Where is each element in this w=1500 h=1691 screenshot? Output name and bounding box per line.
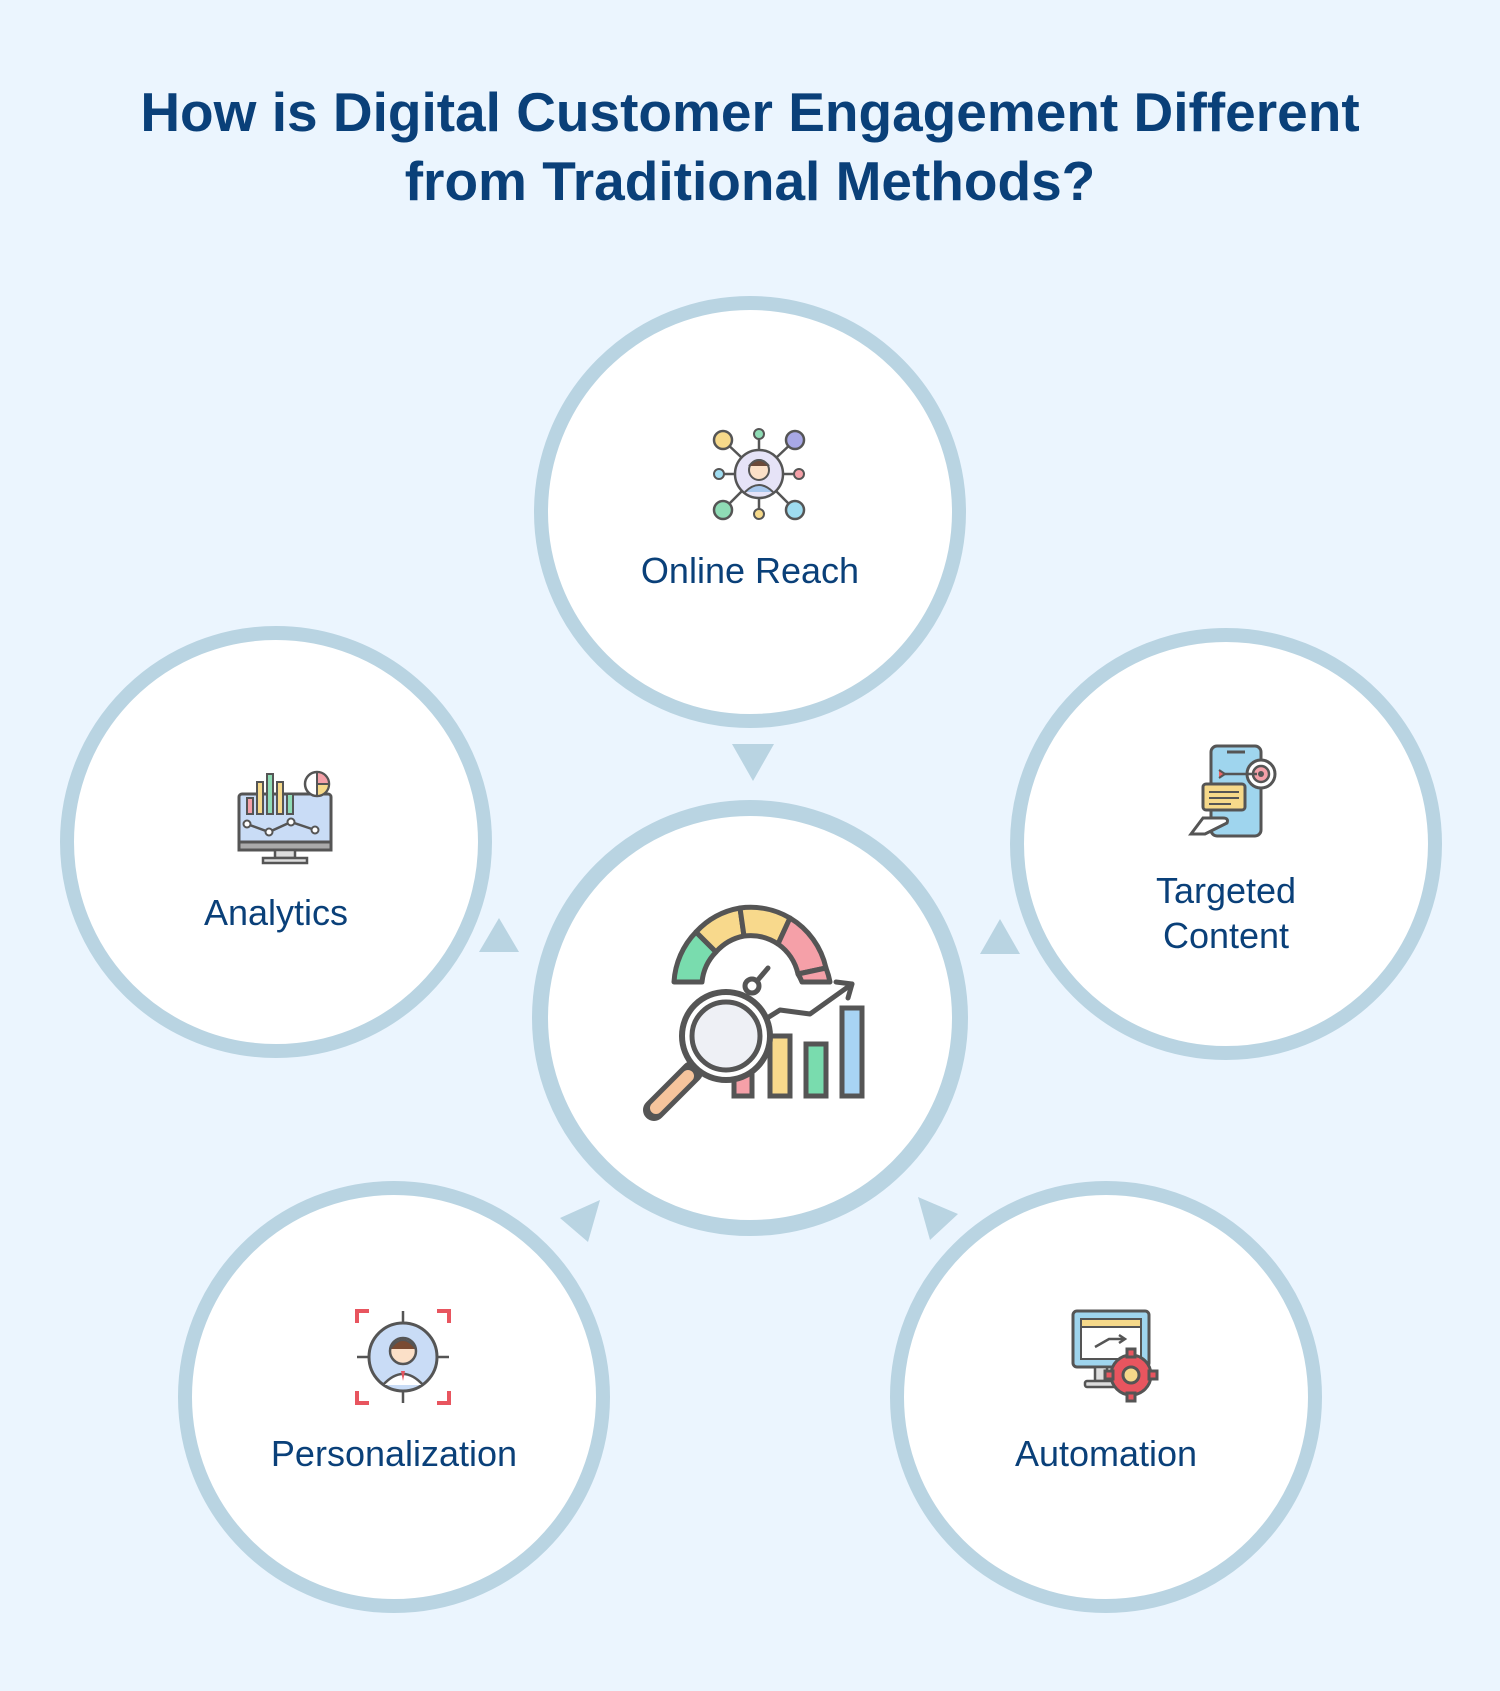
node-analytics: Analytics bbox=[60, 626, 492, 1058]
page-title: How is Digital Customer Engagement Diffe… bbox=[0, 78, 1500, 216]
arrow-online-reach bbox=[732, 744, 774, 781]
arrow-analytics bbox=[479, 918, 519, 952]
node-label: Online Reach bbox=[640, 550, 860, 591]
arrow-personalization bbox=[560, 1200, 600, 1242]
monitor-gear-icon bbox=[1071, 1309, 1159, 1403]
node-label: Analytics bbox=[203, 892, 349, 933]
node-online-reach: Online Reach bbox=[534, 296, 966, 728]
network-person-icon bbox=[712, 428, 806, 521]
node-targeted-content: Targeted Content bbox=[1010, 628, 1442, 1060]
dashboard-monitor-icon bbox=[237, 770, 333, 865]
node-label: Targeted Content bbox=[1024, 868, 1428, 958]
center-hub bbox=[532, 800, 968, 1236]
phone-target-icon bbox=[1188, 744, 1277, 838]
user-focus-icon bbox=[355, 1309, 451, 1405]
title-line-2: from Traditional Methods? bbox=[404, 150, 1096, 212]
node-label-line-2: Content bbox=[1162, 915, 1290, 956]
node-label-line-1: Targeted bbox=[1155, 870, 1297, 911]
node-automation: Automation bbox=[890, 1181, 1322, 1613]
title-line-1: How is Digital Customer Engagement Diffe… bbox=[140, 81, 1360, 143]
node-personalization: Personalization bbox=[178, 1181, 610, 1613]
arrow-targeted-content bbox=[980, 919, 1020, 954]
node-label: Automation bbox=[1014, 1433, 1198, 1474]
performance-analytics-icon bbox=[643, 904, 865, 1121]
arrow-automation bbox=[918, 1197, 958, 1240]
node-label: Personalization bbox=[270, 1433, 518, 1474]
